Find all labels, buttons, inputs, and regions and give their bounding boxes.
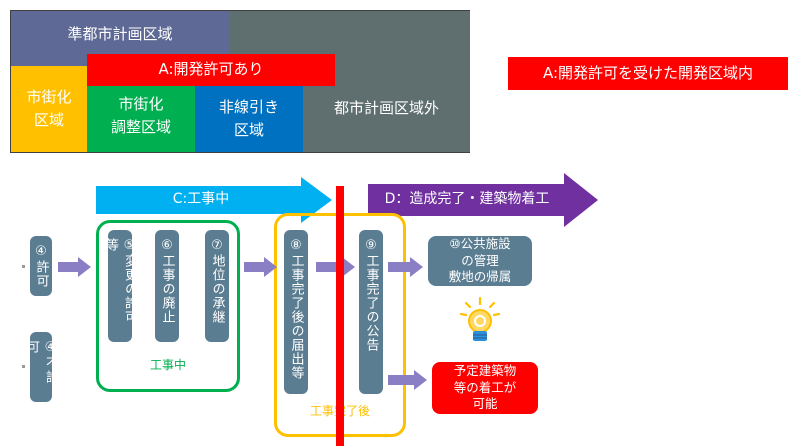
arrow-permit-to-frame xyxy=(58,257,91,277)
succession-step: ⑦地位の承継 xyxy=(205,230,229,342)
public-facilities-line-1: ⑩公共施設 xyxy=(449,235,511,251)
adjustment-label-1: 市街化 xyxy=(118,94,164,113)
public-facilities-line-2: の管理 xyxy=(461,252,499,268)
phase-d-label-wrap: D：造成完了・建築物着工 xyxy=(368,186,566,214)
under-construction-frame xyxy=(96,220,240,392)
announce-step: ⑨工事完了の公告 xyxy=(359,230,383,394)
planned-building-line-2: 等の着工が xyxy=(453,379,517,395)
abolish-step: ⑥工事の廃止 xyxy=(155,230,179,342)
planned-building-line-1: 予定建築物 xyxy=(453,362,517,378)
urbanization-label-1: 市街化 xyxy=(26,87,72,106)
label-a-text: A:開発許可を受けた開発区域内 xyxy=(542,63,754,82)
public-facilities-box: ⑩公共施設の管理敷地の帰属 xyxy=(428,236,532,286)
non-division-zone: 非線引き区域 xyxy=(195,86,303,152)
label-a-box: A:開発許可を受けた開発区域内 xyxy=(508,57,788,90)
public-facilities-line-3: 敷地の帰属 xyxy=(448,269,512,285)
phase-c-arrow xyxy=(96,177,332,223)
permit-step: ④許可 xyxy=(30,236,52,296)
under-construction-label: 工事中 xyxy=(149,358,186,372)
no-permit-step: ④不許可 xyxy=(24,332,58,402)
red-divider-line xyxy=(336,186,344,446)
light-bulb-icon xyxy=(459,296,501,341)
arrow-announce-to-facilities xyxy=(388,257,423,277)
planning-area-label: 準都市計画区域 xyxy=(67,24,173,43)
phase-c-label-wrap: C:工事中 xyxy=(96,186,306,214)
arrow-report-to-announce xyxy=(316,257,355,277)
phase-c-label: C:工事中 xyxy=(172,191,230,208)
arrow-announce-to-building xyxy=(388,370,427,390)
planned-building-line-3: 可能 xyxy=(472,396,498,412)
bullet-dot-1 xyxy=(22,265,25,268)
planned-building-box: 予定建築物等の着工が可能 xyxy=(432,362,538,414)
non-division-label-2: 区域 xyxy=(233,121,264,139)
urbanization-zone: 市街化区域 xyxy=(11,66,87,152)
urbanization-label-2: 区域 xyxy=(33,111,64,129)
permit-band: A:開発許可あり xyxy=(87,54,335,86)
phase-d-arrow xyxy=(368,173,598,227)
adjustment-label-2: 調整区域 xyxy=(110,118,171,136)
non-division-label-1: 非線引き xyxy=(218,97,279,116)
bullet-dot-2 xyxy=(22,365,25,368)
report-step: ⑧工事完了後の届出等 xyxy=(284,230,308,394)
phase-d-label: D：造成完了・建築物着工 xyxy=(384,191,550,208)
zone-diagram: 準都市計画区域 市街化区域 市街化調整区域 非線引き区域 都市計画区域外 A:開… xyxy=(10,10,470,153)
change-step: ⑤変更の許可等 xyxy=(103,230,137,342)
arrow-frame-to-report xyxy=(244,257,277,277)
permit-band-label: A:開発許可あり xyxy=(158,60,264,79)
outside-label-wrap: 都市計画区域外 xyxy=(303,66,470,152)
outside-label: 都市計画区域外 xyxy=(333,99,439,118)
